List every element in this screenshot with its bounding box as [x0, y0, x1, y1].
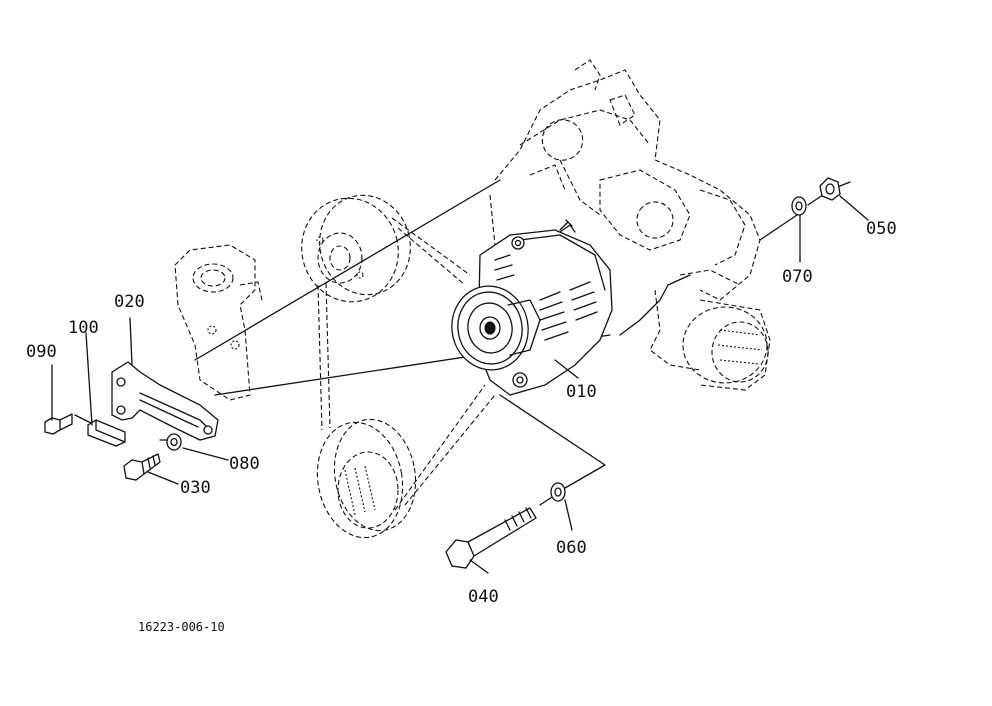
water-flange: [174, 244, 263, 401]
label-020: 020: [114, 292, 145, 312]
label-010: 010: [566, 382, 597, 402]
bolt-090: [44, 413, 73, 435]
label-030: 030: [180, 478, 211, 498]
washer-060: [550, 482, 566, 502]
v-belt: [317, 217, 496, 511]
bolt-030: [123, 453, 161, 481]
label-100: 100: [68, 318, 99, 338]
label-070: 070: [782, 267, 813, 287]
label-060: 060: [556, 538, 587, 558]
label-090: 090: [26, 342, 57, 362]
adjusting-bracket: [111, 361, 219, 441]
bolt-040: [445, 507, 537, 569]
label-040: 040: [468, 587, 499, 607]
plate-100: [87, 419, 126, 447]
lower-pulley: [316, 418, 417, 539]
label-080: 080: [229, 454, 260, 474]
label-050: 050: [866, 219, 897, 239]
alternator: [451, 219, 613, 396]
washer-070: [791, 196, 807, 216]
nut-050: [819, 177, 841, 201]
washer-080: [166, 433, 182, 451]
engine-block: [489, 59, 771, 391]
leader-lines: [51, 195, 869, 574]
upper-pulley: [301, 194, 411, 303]
drawing-code: 16223-006-10: [138, 620, 225, 634]
